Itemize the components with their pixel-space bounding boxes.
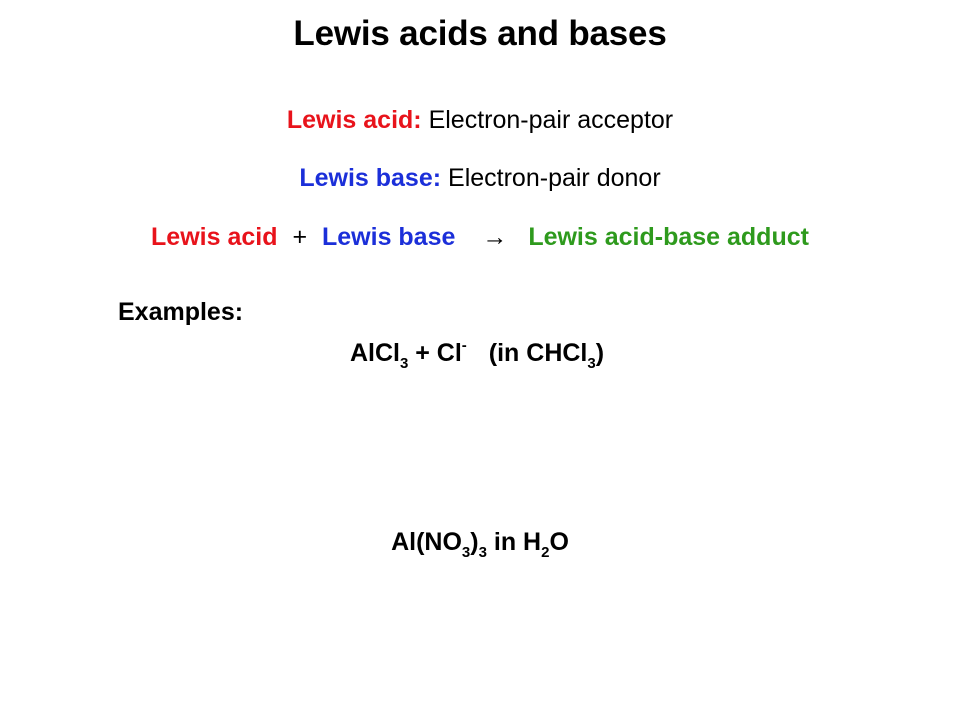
ex1-solvent-close: ): [595, 339, 605, 367]
lewis-base-description: Electron-pair donor: [448, 164, 661, 192]
lewis-acid-term: Lewis acid:: [286, 106, 422, 134]
ex2-o: O: [549, 528, 569, 556]
equation-plus: +: [292, 223, 308, 251]
ex2-subscript-2: 2: [541, 544, 550, 561]
ex1-subscript-3: 3: [399, 355, 409, 372]
ex2-close-paren: ): [470, 528, 479, 556]
ex1-superscript-minus: -: [461, 337, 467, 354]
lewis-base-term: Lewis base:: [299, 164, 442, 192]
ex1-solvent-open: (in CHCl: [488, 339, 588, 367]
equation-acid: Lewis acid: [151, 223, 278, 251]
equation-adduct: Lewis acid-base adduct: [528, 223, 809, 251]
ex1-plus-cl: + Cl: [415, 339, 462, 367]
lewis-equation: Lewis acid + Lewis base → Lewis acid-bas…: [0, 223, 960, 252]
lewis-acid-definition: Lewis acid: Electron-pair acceptor: [0, 106, 960, 135]
right-arrow-icon: →: [482, 223, 508, 251]
example-alcl3: AlCl3 + Cl-(in CHCl3): [0, 337, 957, 371]
lewis-acid-description: Electron-pair acceptor: [428, 106, 674, 134]
ex2-subscript-3b: 3: [478, 544, 487, 561]
ex2-subscript-3a: 3: [461, 544, 471, 561]
ex2-al-no: Al(NO: [391, 528, 462, 556]
ex1-solvent-subscript: 3: [587, 355, 596, 372]
ex1-alcl: AlCl: [349, 339, 400, 367]
slide-title: Lewis acids and bases: [293, 14, 667, 53]
examples-label: Examples:: [118, 298, 244, 326]
ex2-in-h: in H: [486, 528, 542, 556]
equation-base: Lewis base: [322, 223, 456, 251]
example-aluminum-nitrate: Al(NO3)3 in H2O: [0, 528, 960, 560]
lewis-base-definition: Lewis base: Electron-pair donor: [0, 164, 960, 193]
